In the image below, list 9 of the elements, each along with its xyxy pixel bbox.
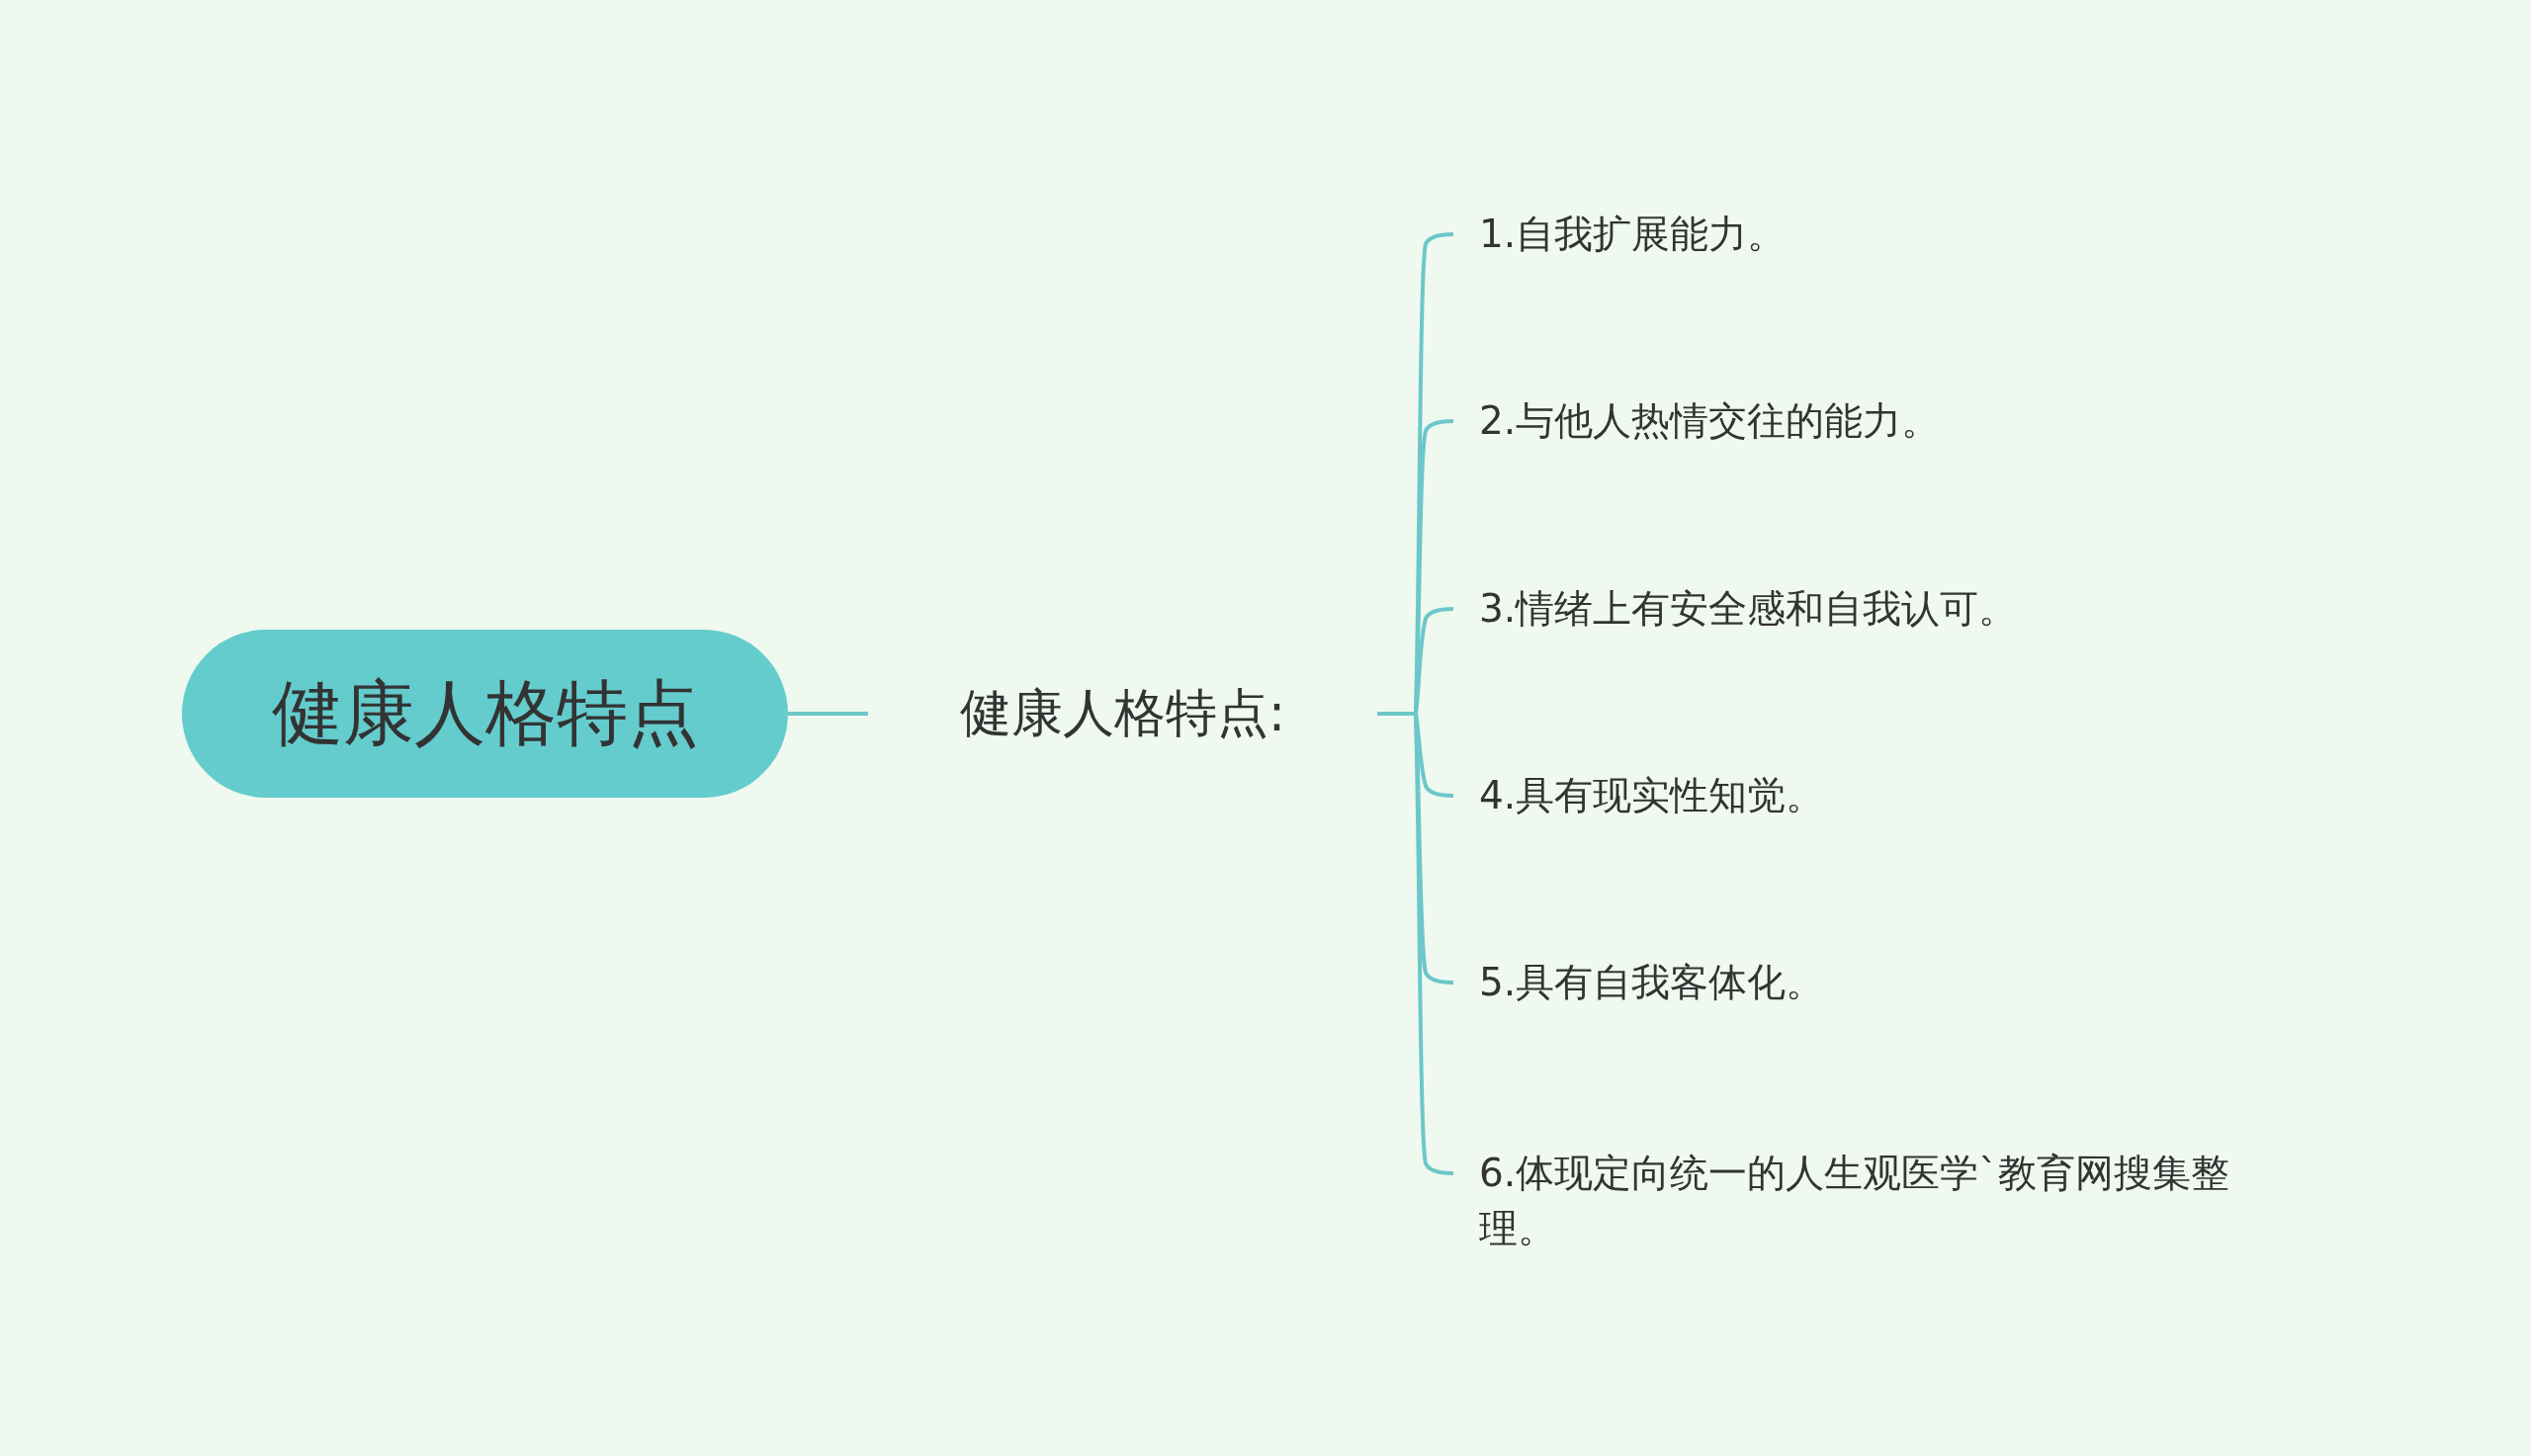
branch-item-text: 2.与他人热情交往的能力。 <box>1479 397 1941 445</box>
branch-item-text: 4.具有现实性知觉。 <box>1479 772 1825 819</box>
branch-item-text: 1.自我扩展能力。 <box>1479 211 1787 258</box>
branch-item-text: 3.情绪上有安全感和自我认可。 <box>1479 585 2018 633</box>
branch-connector <box>788 712 868 716</box>
branch-item-text: 5.具有自我客体化。 <box>1479 959 1825 1006</box>
branch-item-text: 6.体现定向统一的人生观医学`教育网搜集整理。 <box>1479 1150 2230 1252</box>
subtopic-label: 健康人格特点: <box>959 682 1286 744</box>
topic-label: 健康人格特点 <box>271 670 699 756</box>
